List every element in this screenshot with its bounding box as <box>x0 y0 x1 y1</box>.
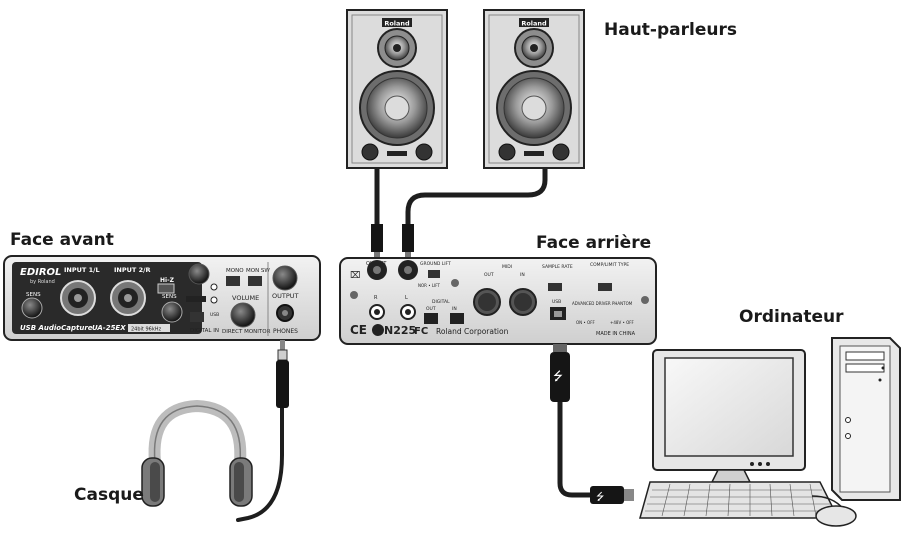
headphones <box>141 399 253 507</box>
midi-label: MIDI <box>502 264 512 270</box>
monitor-screen <box>664 357 794 457</box>
volume-knob <box>230 302 256 328</box>
comp-type-label: COMP/LIMIT TYPE <box>590 262 629 268</box>
keyboard <box>639 481 840 519</box>
usb-plug-b: ⭍ <box>550 344 570 402</box>
mouse <box>815 505 857 527</box>
front-input1-label: INPUT 1/L <box>64 266 100 274</box>
rear-r-label: R <box>374 295 378 301</box>
sens1-knob <box>21 297 43 319</box>
rear-maker: Roland Corporation <box>436 327 509 336</box>
rear-panel: ⌧ OUTPUT R L GROUND LIFT NOR • LIFT DIGI… <box>339 257 657 345</box>
front-input2-label: INPUT 2/R <box>114 266 151 274</box>
mon-sw-label: MON SW <box>246 268 270 274</box>
svg-text:⌧: ⌧ <box>350 271 360 281</box>
speaker-badge <box>382 18 412 27</box>
usb-cable <box>557 397 595 498</box>
rear-l-label: L <box>405 295 408 301</box>
phantom-label: PHANTOM <box>612 301 633 306</box>
direct-monitor-label: DIRECT MONITOR <box>222 329 271 335</box>
speaker-badge-text: Roland <box>521 20 547 28</box>
digital-in-label: DIGITAL IN <box>190 328 219 334</box>
volume-label: VOLUME <box>232 294 259 302</box>
sens2-knob <box>161 301 183 323</box>
svg-text:⭍: ⭍ <box>553 369 563 383</box>
output-label: OUTPUT <box>272 292 299 300</box>
ground-lift-label: GROUND LIFT <box>420 261 451 267</box>
front-brand-sub: by Roland <box>30 279 55 285</box>
speaker-right: Roland <box>483 9 585 169</box>
mix-knob <box>188 263 210 285</box>
advanced-driver-switch-label: ON • OFF <box>576 320 595 325</box>
front-usb-label: USB <box>210 312 219 318</box>
phones-plug <box>276 340 289 408</box>
rear-model: N225 <box>384 324 416 337</box>
rear-panel-label: Face arrière <box>536 233 652 253</box>
midi-in-label: IN <box>520 272 525 278</box>
advanced-driver-label: ADVANCED DRIVER <box>572 301 611 306</box>
headphones-label: Casque <box>74 485 144 505</box>
sens2-label: SENS <box>162 294 177 300</box>
sens1-label: SENS <box>26 292 41 298</box>
digital-out-label: OUT <box>426 306 436 312</box>
phones-label: PHONES <box>273 328 298 335</box>
trs-plugs <box>371 224 414 260</box>
front-panel-label: Face avant <box>10 230 114 250</box>
mono-button <box>226 276 240 286</box>
phantom-switch-label: +48V • OFF <box>610 320 635 325</box>
speaker-cables <box>374 162 548 231</box>
optical-out <box>424 313 438 324</box>
usb-plug-a: ⭍ <box>590 486 634 504</box>
svg-text:⭍: ⭍ <box>596 491 604 503</box>
hiz-label: Hi-Z <box>160 277 175 284</box>
output-knob <box>272 265 298 291</box>
rear-usb-label: USB <box>552 299 561 305</box>
mon-sw-button <box>248 276 262 286</box>
svg-text:FC: FC <box>414 326 428 337</box>
front-spec: 24bit 96kHz <box>131 327 161 333</box>
cable-right-speaker <box>405 162 548 231</box>
front-product: USB AudioCapture <box>20 324 93 332</box>
computer <box>639 337 901 527</box>
speaker-badge <box>519 18 549 27</box>
front-brand: EDIROL <box>20 267 61 278</box>
svg-text:CE: CE <box>350 323 367 337</box>
rear-made-in: MADE IN CHINA <box>596 331 636 337</box>
digital-label: DIGITAL <box>432 299 450 305</box>
digital-in-label: IN <box>452 306 457 312</box>
speaker-badge-text: Roland <box>384 20 410 28</box>
speaker-left: Roland <box>346 9 448 169</box>
computer-label: Ordinateur <box>739 307 844 327</box>
speakers-label: Haut-parleurs <box>604 20 737 40</box>
nor-lift-label: NOR • LIFT <box>418 283 440 288</box>
headphone-cable <box>236 406 284 522</box>
front-model: UA-25EX <box>92 324 126 332</box>
sample-rate-label: SAMPLE RATE <box>542 264 573 270</box>
mono-label: MONO <box>226 268 244 274</box>
optical-in <box>450 313 464 324</box>
midi-out-label: OUT <box>484 272 494 278</box>
front-panel: EDIROL by Roland INPUT 1/L INPUT 2/R SEN… <box>3 255 321 341</box>
